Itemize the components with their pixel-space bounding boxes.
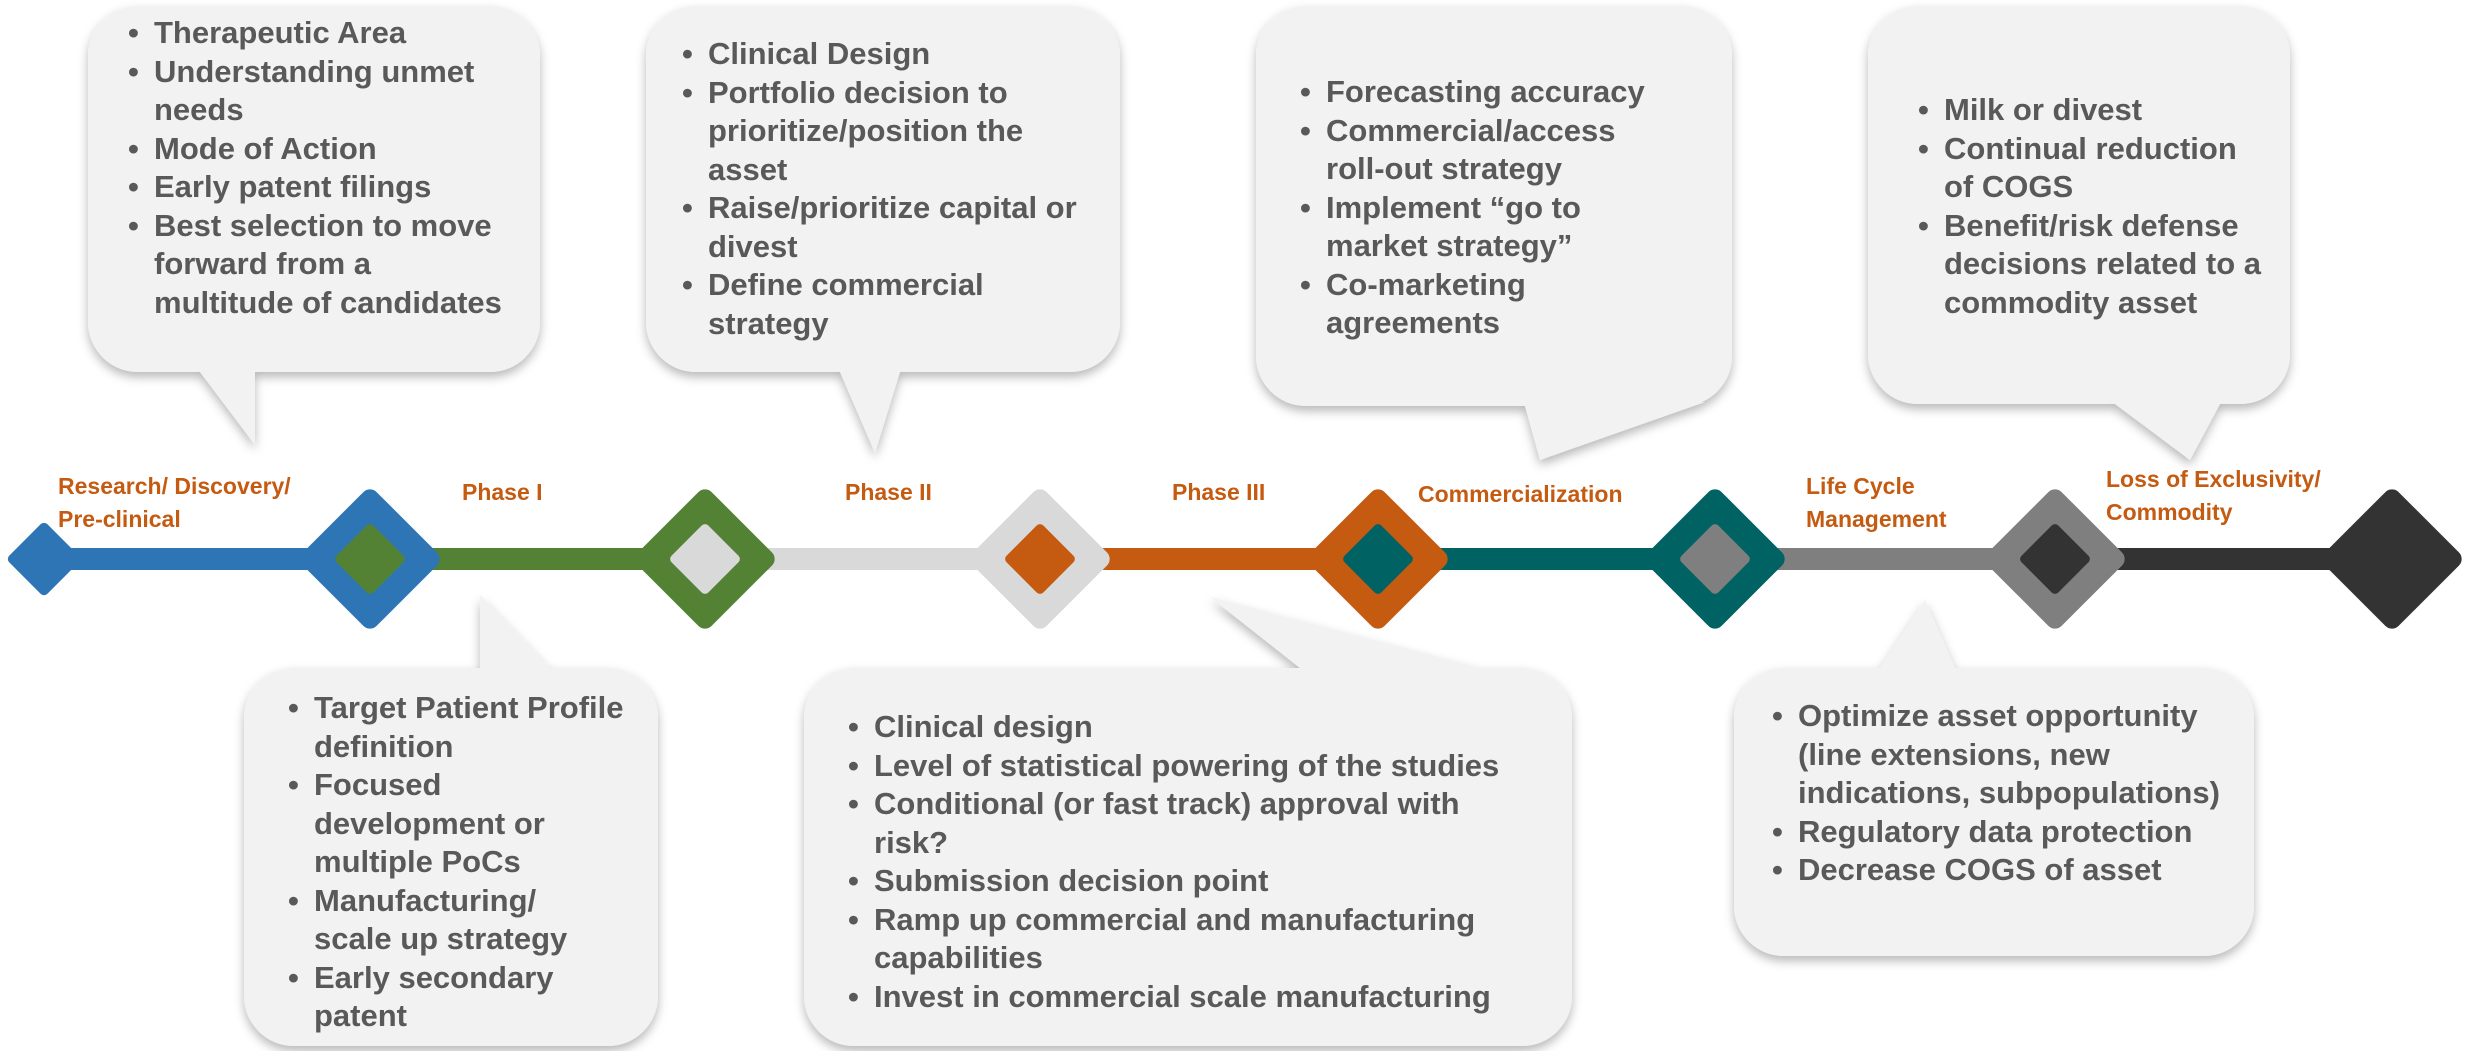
timeline-segment-phase1 <box>370 548 705 570</box>
milestone-inner-diamond-lifecycle <box>1680 524 1750 594</box>
callout-phase2: Clinical Design Portfolio decision to pr… <box>672 35 1102 343</box>
callout-item: Define commercial strategy <box>682 266 1048 343</box>
callout-item: Manufacturing/ scale up strategy <box>288 882 604 959</box>
milestone-inner-diamond-phase1 <box>335 524 405 594</box>
phase-label-line: Commercialization <box>1418 481 1623 507</box>
callout-item: Portfolio decision to prioritize/positio… <box>682 74 1068 190</box>
callout-pointer <box>200 372 255 445</box>
callout-item: Commercial/access roll-out strategy <box>1300 112 1666 189</box>
callout-item: Continual reduction of COGS <box>1918 130 2274 207</box>
timeline-segment-lifecycle <box>1715 548 2055 570</box>
callout-pointer <box>2115 404 2220 460</box>
phase-label-commercialization: Commercialization <box>1418 478 1623 511</box>
milestone-inner-diamond-phase3 <box>1005 524 1075 594</box>
callout-item: Ramp up commercial and manufacturing cap… <box>848 901 1554 978</box>
callout-pointer <box>1525 402 1705 460</box>
callout-item: Understanding unmet needs <box>128 53 494 130</box>
callout-item: Optimize asset opportunity (line extensi… <box>1772 697 2238 813</box>
milestone-diamond-start <box>7 522 81 596</box>
phase-label-line: Pre-clinical <box>58 506 181 532</box>
callout-item: Clinical Design <box>682 35 1102 74</box>
phase-label-loss-exclusivity: Loss of Exclusivity/ Commodity <box>2106 463 2321 529</box>
callout-list: Clinical design Level of statistical pow… <box>838 708 1538 1016</box>
milestone-inner-diamond-loss-exclusivity <box>2020 524 2090 594</box>
callout-research: Therapeutic Area Understanding unmet nee… <box>118 14 548 322</box>
callout-list: Forecasting accuracy Commercial/access r… <box>1290 73 1710 343</box>
phase-label-line: Life Cycle <box>1806 473 1915 499</box>
callout-item: Implement “go to market strategy” <box>1300 189 1646 266</box>
milestone-inner-diamond-phase2 <box>670 524 740 594</box>
callout-item: Invest in commercial scale manufacturing <box>848 978 1538 1017</box>
callout-list: Optimize asset opportunity (line extensi… <box>1762 697 2232 890</box>
callout-item: Focused development or multiple PoCs <box>288 766 584 882</box>
callout-item: Mode of Action <box>128 130 548 169</box>
callout-phase1: Target Patient Profile definition Focuse… <box>278 689 658 1036</box>
callout-item: Best selection to move forward from a mu… <box>128 207 504 323</box>
milestone-diamond-end <box>2322 489 2462 629</box>
callout-item: Target Patient Profile definition <box>288 689 654 766</box>
phase-label-phase2: Phase II <box>845 476 932 509</box>
callout-list: Milk or divest Continual reduction of CO… <box>1908 91 2288 322</box>
timeline-segment-commercialization <box>1378 548 1715 570</box>
phase-label-line: Loss of Exclusivity/ <box>2106 466 2321 492</box>
phase-label-phase3: Phase III <box>1172 476 1265 509</box>
callout-item: Submission decision point <box>848 862 1538 901</box>
callout-item: Milk or divest <box>1918 91 2288 130</box>
callout-list: Therapeutic Area Understanding unmet nee… <box>118 14 548 322</box>
callout-item: Conditional (or fast track) approval wit… <box>848 785 1514 862</box>
timeline-segment-phase2 <box>705 548 1040 570</box>
callout-list: Clinical Design Portfolio decision to pr… <box>672 35 1102 343</box>
phase-label-line: Research/ Discovery/ <box>58 473 291 499</box>
timeline-segment-research <box>30 548 370 570</box>
callout-item: Early patent filings <box>128 168 548 207</box>
callout-item: Benefit/risk defense decisions related t… <box>1918 207 2274 323</box>
callout-item: Decrease COGS of asset <box>1772 851 2232 890</box>
callout-pointer <box>480 595 550 668</box>
phase-label-line: Commodity <box>2106 499 2233 525</box>
phase-label-line: Phase II <box>845 479 932 505</box>
callout-list: Target Patient Profile definition Focuse… <box>278 689 658 1036</box>
phase-label-line: Phase I <box>462 479 543 505</box>
callout-lifecycle: Optimize asset opportunity (line extensi… <box>1762 697 2232 890</box>
timeline-segment-loss-exclusivity <box>2055 548 2392 570</box>
phase-label-lifecycle: Life Cycle Management <box>1806 470 1947 536</box>
callout-phase3: Clinical design Level of statistical pow… <box>838 708 1538 1016</box>
callout-item: Clinical design <box>848 708 1538 747</box>
callout-item: Forecasting accuracy <box>1300 73 1710 112</box>
callout-item: Co-marketing agreements <box>1300 266 1586 343</box>
callout-item: Regulatory data protection <box>1772 813 2232 852</box>
phase-label-research: Research/ Discovery/ Pre-clinical <box>58 470 291 536</box>
milestone-inner-diamond-commercialization <box>1343 524 1413 594</box>
timeline-segment-phase3 <box>1040 548 1378 570</box>
callout-item: Level of statistical powering of the stu… <box>848 747 1538 786</box>
callout-loss-exclusivity: Milk or divest Continual reduction of CO… <box>1908 91 2288 322</box>
phase-label-line: Phase III <box>1172 479 1266 505</box>
callout-pointer <box>1210 597 1480 668</box>
callout-item: Early secondary patent <box>288 959 584 1036</box>
callout-item: Therapeutic Area <box>128 14 548 53</box>
callout-pointer <box>840 372 900 453</box>
phase-label-line: Management <box>1806 506 1947 532</box>
callout-item: Raise/prioritize capital or divest <box>682 189 1088 266</box>
callout-pointer <box>1880 600 1955 668</box>
phase-label-phase1: Phase I <box>462 476 543 509</box>
callout-commercialization: Forecasting accuracy Commercial/access r… <box>1290 73 1710 343</box>
